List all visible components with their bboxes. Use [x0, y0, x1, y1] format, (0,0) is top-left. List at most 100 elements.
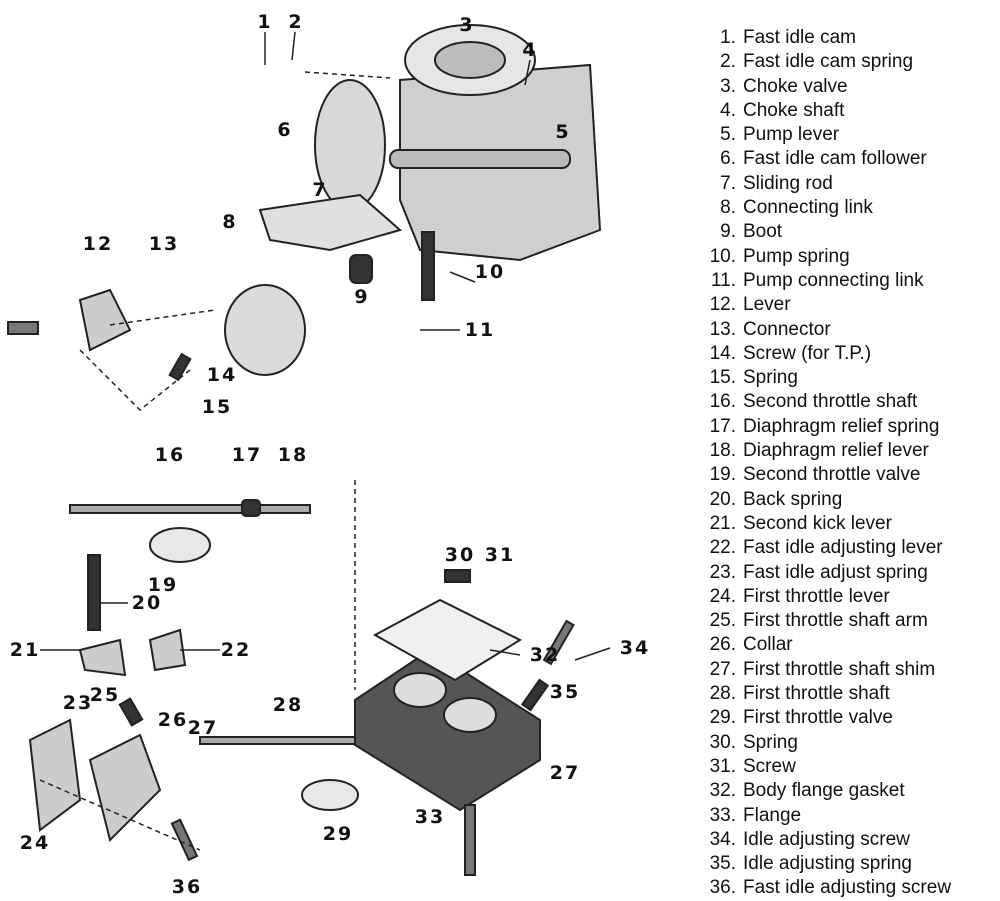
legend-item: 17.Diaphragm relief spring — [706, 415, 951, 439]
legend-item: 21. Second kick lever — [706, 512, 951, 536]
legend-item: 27. First throttle shaft shim — [706, 658, 951, 682]
legend-label: First throttle shaft arm — [743, 610, 928, 632]
springs — [87, 231, 550, 727]
legend-item: 30.Spring — [706, 731, 951, 755]
callout-5: 5 — [555, 121, 571, 143]
callout-27a: 27 — [187, 717, 219, 739]
legend-number: 14. — [709, 342, 736, 364]
gasket — [372, 598, 523, 682]
legend-label: Idle adjusting screw — [743, 828, 910, 850]
legend-number: 2. — [720, 51, 736, 73]
callout-8: 8 — [222, 211, 238, 233]
legend-number: 27. — [709, 658, 736, 680]
legend-label: First throttle shaft — [743, 683, 890, 705]
legend-label: Pump lever — [743, 124, 840, 146]
legend-label: Body flange gasket — [743, 780, 905, 802]
flange — [354, 648, 541, 812]
legend-label: Lever — [743, 294, 791, 316]
callout-24: 24 — [19, 832, 51, 854]
legend-item: 28.First throttle shaft — [706, 682, 951, 706]
legend-item: 10.Pump spring — [706, 245, 951, 269]
legend-number: 32. — [709, 780, 736, 802]
callout-10: 10 — [474, 261, 506, 283]
legend-number: 8. — [720, 197, 736, 219]
legend-item: 19. Second throttle valve — [706, 463, 951, 487]
legend-item: 22.Fast idle adjusting lever — [706, 536, 951, 560]
throttle-shaft-lower — [199, 736, 381, 811]
legend-number: 35. — [709, 853, 736, 875]
legend-item: 6.Fast idle cam follower — [706, 147, 951, 171]
legend-item: 23. Fast idle adjust spring — [706, 561, 951, 585]
callout-36: 36 — [171, 876, 203, 898]
callout-2: 2 — [288, 11, 304, 33]
legend-item: 7.Sliding rod — [706, 172, 951, 196]
legend-item: 31. Screw — [706, 755, 951, 779]
callout-28: 28 — [272, 694, 304, 716]
legend-label: Fast idle adjust spring — [743, 561, 928, 583]
levers — [28, 288, 187, 842]
legend-label: Spring — [743, 731, 798, 753]
callout-3: 3 — [459, 14, 475, 36]
legend-label: First throttle shaft shim — [743, 658, 936, 680]
legend-item: 25. First throttle shaft arm — [706, 609, 951, 633]
callout-17: 17 — [231, 444, 263, 466]
legend-number: 9. — [720, 221, 736, 243]
screws — [7, 321, 575, 876]
legend-item: 12.Lever — [706, 293, 951, 317]
legend-number: 19. — [709, 464, 736, 486]
callout-25: 25 — [89, 684, 121, 706]
legend-item: 2. Fast idle cam spring — [706, 50, 951, 74]
legend-item: 15. Spring — [706, 366, 951, 390]
callout-lines — [40, 31, 611, 661]
legend-label: Spring — [743, 367, 798, 389]
legend-number: 26. — [709, 634, 736, 656]
legend-number: 18. — [709, 440, 736, 462]
legend-label: Second throttle valve — [743, 464, 921, 486]
legend-label: Idle adjusting spring — [743, 853, 912, 875]
callout-31: 31 — [484, 544, 516, 566]
callout-35: 35 — [549, 681, 581, 703]
legend-number: 6. — [720, 148, 736, 170]
callout-29: 29 — [322, 823, 354, 845]
callout-14: 14 — [206, 364, 238, 386]
leader-lines — [39, 71, 391, 851]
legend-label: Collar — [743, 634, 793, 656]
callout-22: 22 — [220, 639, 252, 661]
callout-15: 15 — [201, 396, 233, 418]
legend-number: 15. — [709, 367, 736, 389]
legend-number: 20. — [709, 488, 736, 510]
legend-label: Fast idle cam spring — [743, 51, 914, 73]
legend-item: 1. Fast idle cam — [706, 26, 951, 50]
throttle-shaft-upper — [69, 504, 311, 563]
callout-9: 9 — [354, 286, 370, 308]
carburetor-body — [389, 24, 602, 262]
legend-item: 4.Choke shaft — [706, 99, 951, 123]
legend-label: Diaphragm relief lever — [743, 440, 929, 462]
callout-13: 13 — [148, 233, 180, 255]
callout-19: 19 — [147, 574, 179, 596]
legend-number: 3. — [720, 75, 736, 97]
legend-item: 24.First throttle lever — [706, 585, 951, 609]
legend-number: 16. — [709, 391, 736, 413]
legend-item: 18. Diaphragm relief lever — [706, 439, 951, 463]
legend-item: 11.Pump connecting link — [706, 269, 951, 293]
legend-label: First throttle valve — [743, 707, 893, 729]
legend-number: 5. — [720, 124, 736, 146]
legend-label: Fast idle cam — [743, 27, 856, 48]
legend-label: First throttle lever — [743, 585, 890, 607]
legend-item: 36.Fast idle adjusting screw — [706, 876, 951, 900]
legend-item: 32. Body flange gasket — [706, 779, 951, 803]
legend-number: 21. — [709, 512, 736, 534]
legend-number: 29. — [709, 707, 736, 729]
legend-label: Second kick lever — [743, 512, 892, 534]
legend-number: 1. — [720, 27, 736, 48]
legend-number: 25. — [709, 610, 736, 632]
callout-26: 26 — [157, 709, 189, 731]
legend-number: 31. — [709, 755, 736, 777]
legend-number: 23. — [709, 561, 736, 583]
legend-label: Boot — [743, 221, 783, 243]
legend-label: Screw — [743, 755, 796, 777]
legend-label: Fast idle adjusting lever — [743, 537, 943, 559]
callout-32: 32 — [529, 644, 561, 666]
